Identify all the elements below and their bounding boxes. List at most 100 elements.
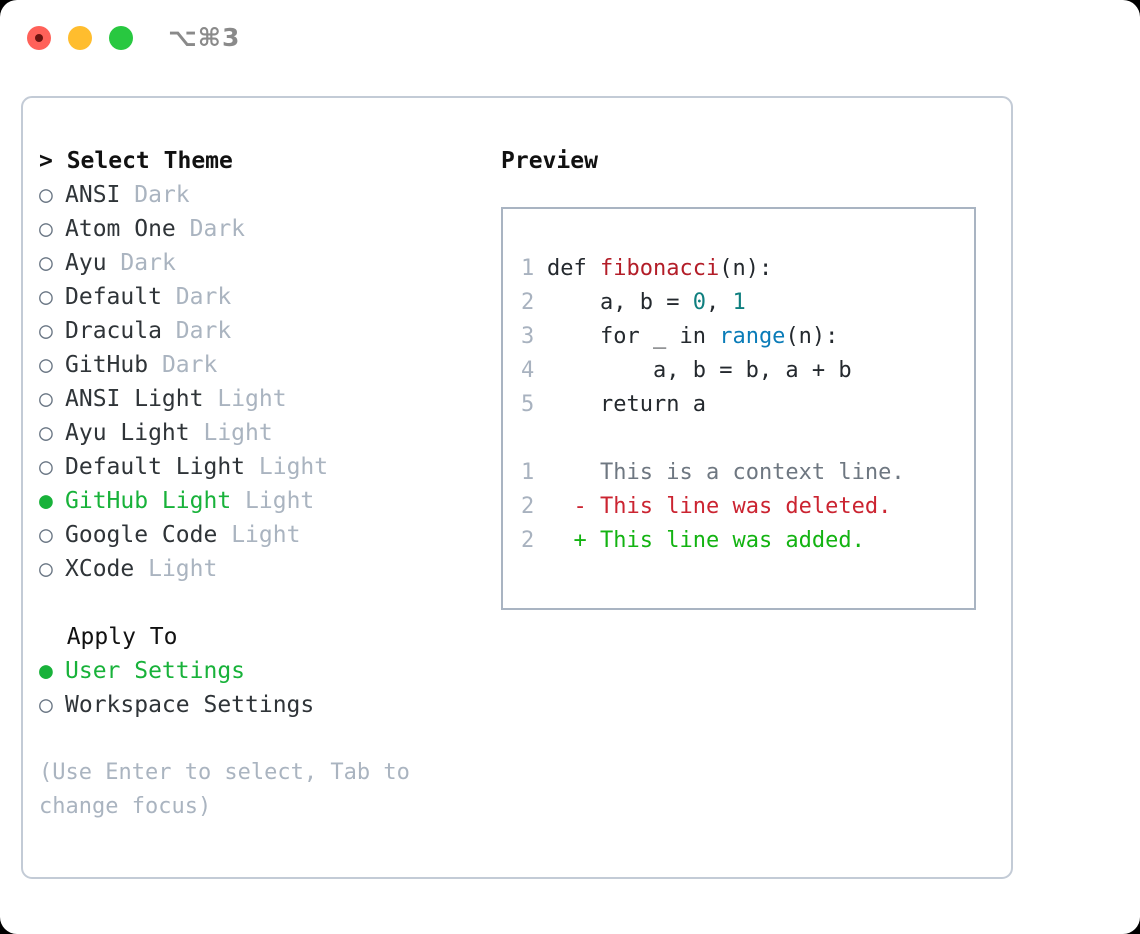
theme-mode-tag-text: Dark	[175, 284, 232, 310]
code-token: def	[547, 256, 600, 281]
theme-label: GitHub Light	[65, 488, 232, 514]
diff-gap	[587, 494, 600, 519]
theme-radio-bullet[interactable]: ●	[39, 488, 53, 514]
keyboard-shortcut-label: ⌥⌘3	[168, 23, 241, 52]
theme-radio-bullet[interactable]: ○	[39, 250, 53, 276]
theme-list-item[interactable]: ○ XCode Light	[39, 552, 489, 586]
theme-list-item[interactable]: ○Ayu Light Light	[39, 416, 489, 450]
theme-radio-bullet[interactable]: ○	[39, 318, 53, 344]
theme-list-item[interactable]: ○Google Code Light	[39, 518, 489, 552]
theme-radio-bullet[interactable]: ○	[39, 556, 53, 582]
theme-mode-tag-text: Light	[148, 556, 218, 582]
diff-marker-glyph: -	[573, 494, 587, 519]
diff-gap	[587, 460, 600, 485]
code-line: 5 return a	[521, 388, 974, 422]
code-indent	[547, 324, 600, 349]
theme-label: ANSI Light	[65, 386, 204, 412]
theme-mode-tag	[107, 250, 121, 276]
theme-list-item[interactable]: ○Atom One Dark	[39, 212, 489, 246]
theme-list-item[interactable]: ○ GitHub Dark	[39, 348, 489, 382]
keyboard-hint-text: (Use Enter to select, Tab to change focu…	[39, 760, 410, 819]
theme-mode-tag	[231, 488, 245, 514]
theme-mode-tag	[245, 454, 259, 480]
theme-label: XCode	[65, 556, 135, 582]
theme-list-item[interactable]: ● GitHub Light Light	[39, 484, 489, 518]
theme-radio-bullet[interactable]: ○	[39, 522, 53, 548]
line-number: 3	[521, 324, 535, 349]
theme-list-item[interactable]: ○Ayu Dark	[39, 246, 489, 280]
theme-label: ANSI	[65, 182, 121, 208]
line-number: 1	[521, 256, 535, 281]
theme-mode-tag	[162, 284, 176, 310]
close-button[interactable]	[27, 26, 51, 50]
theme-mode-tag	[217, 522, 231, 548]
theme-mode-tag	[134, 556, 148, 582]
theme-mode-tag	[148, 352, 162, 378]
theme-mode-tag	[203, 386, 217, 412]
theme-list-item[interactable]: ○Dracula Dark	[39, 314, 489, 348]
code-token: a, b =	[599, 290, 693, 315]
diff-marker-glyph	[574, 460, 587, 485]
theme-mode-tag	[162, 318, 176, 344]
theme-mode-tag-text: Dark	[175, 318, 232, 344]
theme-list-item[interactable]: ○ANSI Light Light	[39, 382, 489, 416]
theme-radio-bullet[interactable]: ○	[39, 284, 53, 310]
line-number: 4	[521, 358, 535, 383]
theme-label: Default Light	[65, 454, 246, 480]
traffic-lights	[27, 26, 133, 50]
diff-line-number: 2	[521, 528, 535, 553]
theme-radio-bullet[interactable]: ○	[39, 454, 53, 480]
theme-list-item[interactable]: ○Default Light Light	[39, 450, 489, 484]
theme-mode-tag-text: Light	[245, 488, 315, 514]
diff-line: 2 + This line was added.	[521, 524, 974, 558]
theme-label: GitHub	[65, 352, 149, 378]
theme-mode-tag-text: Dark	[120, 250, 176, 276]
title-bar: ⌥⌘3	[0, 0, 1140, 78]
apply-radio-bullet[interactable]: ○	[39, 692, 53, 718]
code-token: fibonacci	[599, 256, 720, 281]
code-token: return a	[599, 392, 706, 417]
code-token: a, b = b, a + b	[652, 358, 852, 383]
theme-radio-bullet[interactable]: ○	[39, 216, 53, 242]
code-token: 1	[732, 290, 746, 315]
diff-line: 2 - This line was deleted.	[521, 490, 974, 524]
zoom-button[interactable]	[109, 26, 133, 50]
diff-text: This line was deleted.	[600, 494, 892, 519]
diff-line-number: 1	[521, 460, 535, 485]
apply-to-item[interactable]: ●User Settings	[39, 654, 489, 688]
minimize-button[interactable]	[68, 26, 92, 50]
theme-radio-bullet[interactable]: ○	[39, 352, 53, 378]
select-theme-heading: > Select Theme	[39, 148, 233, 174]
apply-label: Workspace Settings	[65, 692, 315, 718]
line-number: 2	[521, 290, 535, 315]
diff-sample: 1 This is a context line. 2 - This line w…	[521, 456, 974, 558]
theme-radio-bullet[interactable]: ○	[39, 420, 53, 446]
theme-mode-tag	[120, 182, 134, 208]
code-token: (n):	[719, 256, 773, 281]
line-number: 5	[521, 392, 535, 417]
theme-list-item[interactable]: ○ ANSI Dark	[39, 178, 489, 212]
diff-marker-glyph: +	[573, 528, 587, 553]
code-indent	[547, 392, 600, 417]
theme-radio-bullet[interactable]: ○	[39, 182, 53, 208]
apply-to-item[interactable]: ○ Workspace Settings	[39, 688, 489, 722]
theme-list-item[interactable]: ○Default Dark	[39, 280, 489, 314]
theme-list: ○ANSI Dark○Atom One Dark○Ayu Dark○Defaul…	[39, 178, 489, 586]
diff-line-number: 2	[521, 494, 535, 519]
theme-radio-bullet[interactable]: ○	[39, 386, 53, 412]
theme-label: Google Code	[65, 522, 218, 548]
apply-to-heading: Apply To	[39, 624, 178, 650]
code-line: 2 a, b = 0, 1	[521, 286, 974, 320]
diff-marker	[547, 494, 574, 519]
apply-radio-bullet[interactable]: ●	[39, 658, 53, 684]
code-indent	[547, 290, 600, 315]
diff-text: This is a context line.	[600, 460, 905, 485]
theme-mode-tag-text: Dark	[134, 182, 190, 208]
theme-mode-tag-text: Dark	[161, 352, 218, 378]
diff-marker	[547, 528, 574, 553]
code-indent	[547, 358, 653, 383]
theme-selector-column: > Select Theme ○ANSI Dark○Atom One Dark○…	[39, 144, 489, 824]
